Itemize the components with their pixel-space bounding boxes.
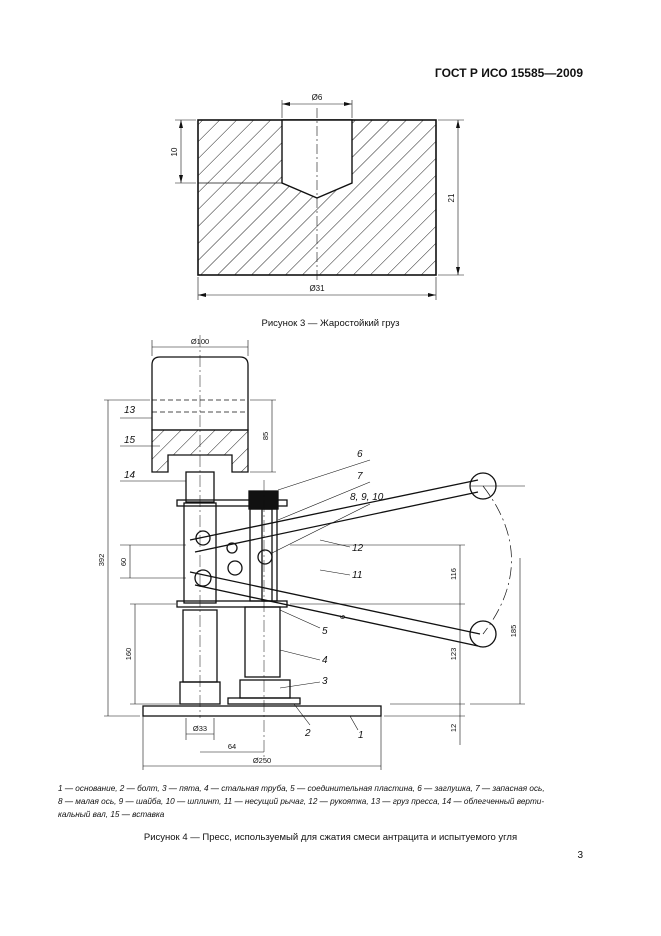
callout-5: 5 xyxy=(322,626,328,637)
dim-lower: 123 xyxy=(449,648,458,661)
legend-line: 8 — малая ось, 9 — шайба, 10 — шплинт, 1… xyxy=(58,797,545,806)
dim-lever-gap: 60 xyxy=(119,558,128,566)
dim-upper: 116 xyxy=(449,568,458,580)
dim-swing: 185 xyxy=(509,625,518,638)
press-weight xyxy=(151,356,249,431)
figure-4-caption: Рисунок 4 — Пресс, используемый для сжат… xyxy=(143,832,518,843)
dim-diameter: Ø31 xyxy=(309,284,325,293)
standard-header: ГОСТ Р ИСО 15585—2009 xyxy=(434,66,583,80)
dim-plate: 6 xyxy=(338,615,347,619)
dim-shaft: Ø33 xyxy=(193,724,207,733)
dim-depth: 10 xyxy=(170,147,179,156)
plug xyxy=(248,490,279,510)
dim-hole-diameter: Ø6 xyxy=(312,93,323,102)
callout-3: 3 xyxy=(322,676,328,687)
callout-6: 6 xyxy=(357,449,363,460)
callout-12: 12 xyxy=(352,543,364,554)
lower-handle-knob xyxy=(469,620,497,648)
callout-13: 13 xyxy=(124,405,136,416)
foot xyxy=(239,679,291,699)
dim-top-diameter: Ø100 xyxy=(191,337,209,346)
callout-11: 11 xyxy=(352,570,362,581)
callout-8-9-10: 8, 9, 10 xyxy=(350,492,384,503)
dim-weight-height: 85 xyxy=(261,432,270,440)
figure-3-caption: Рисунок 3 — Жаростойкий груз xyxy=(261,318,400,329)
dim-offset: 64 xyxy=(228,742,236,751)
callout-15: 15 xyxy=(124,435,136,446)
lower-lever xyxy=(189,571,481,635)
legend-line: 1 — основание, 2 — болт, 3 — пята, 4 — с… xyxy=(58,784,545,793)
dim-base-diameter: Ø250 xyxy=(253,756,271,765)
base xyxy=(142,705,382,717)
figure-4-legend: 1 — основание, 2 — болт, 3 — пята, 4 — с… xyxy=(58,782,618,821)
callout-2: 2 xyxy=(304,728,311,739)
callout-1: 1 xyxy=(358,730,364,741)
page-number: 3 xyxy=(577,850,583,861)
callout-7: 7 xyxy=(357,471,363,482)
upper-lever xyxy=(189,479,479,541)
callout-14: 14 xyxy=(124,470,136,481)
callout-4: 4 xyxy=(322,655,328,666)
legend-line: кальный вал, 15 — вставка xyxy=(58,810,165,819)
dim-total-height: 392 xyxy=(97,554,106,567)
dim-column: 160 xyxy=(124,648,133,661)
dim-base: 12 xyxy=(449,724,458,732)
dim-height: 21 xyxy=(447,193,456,202)
